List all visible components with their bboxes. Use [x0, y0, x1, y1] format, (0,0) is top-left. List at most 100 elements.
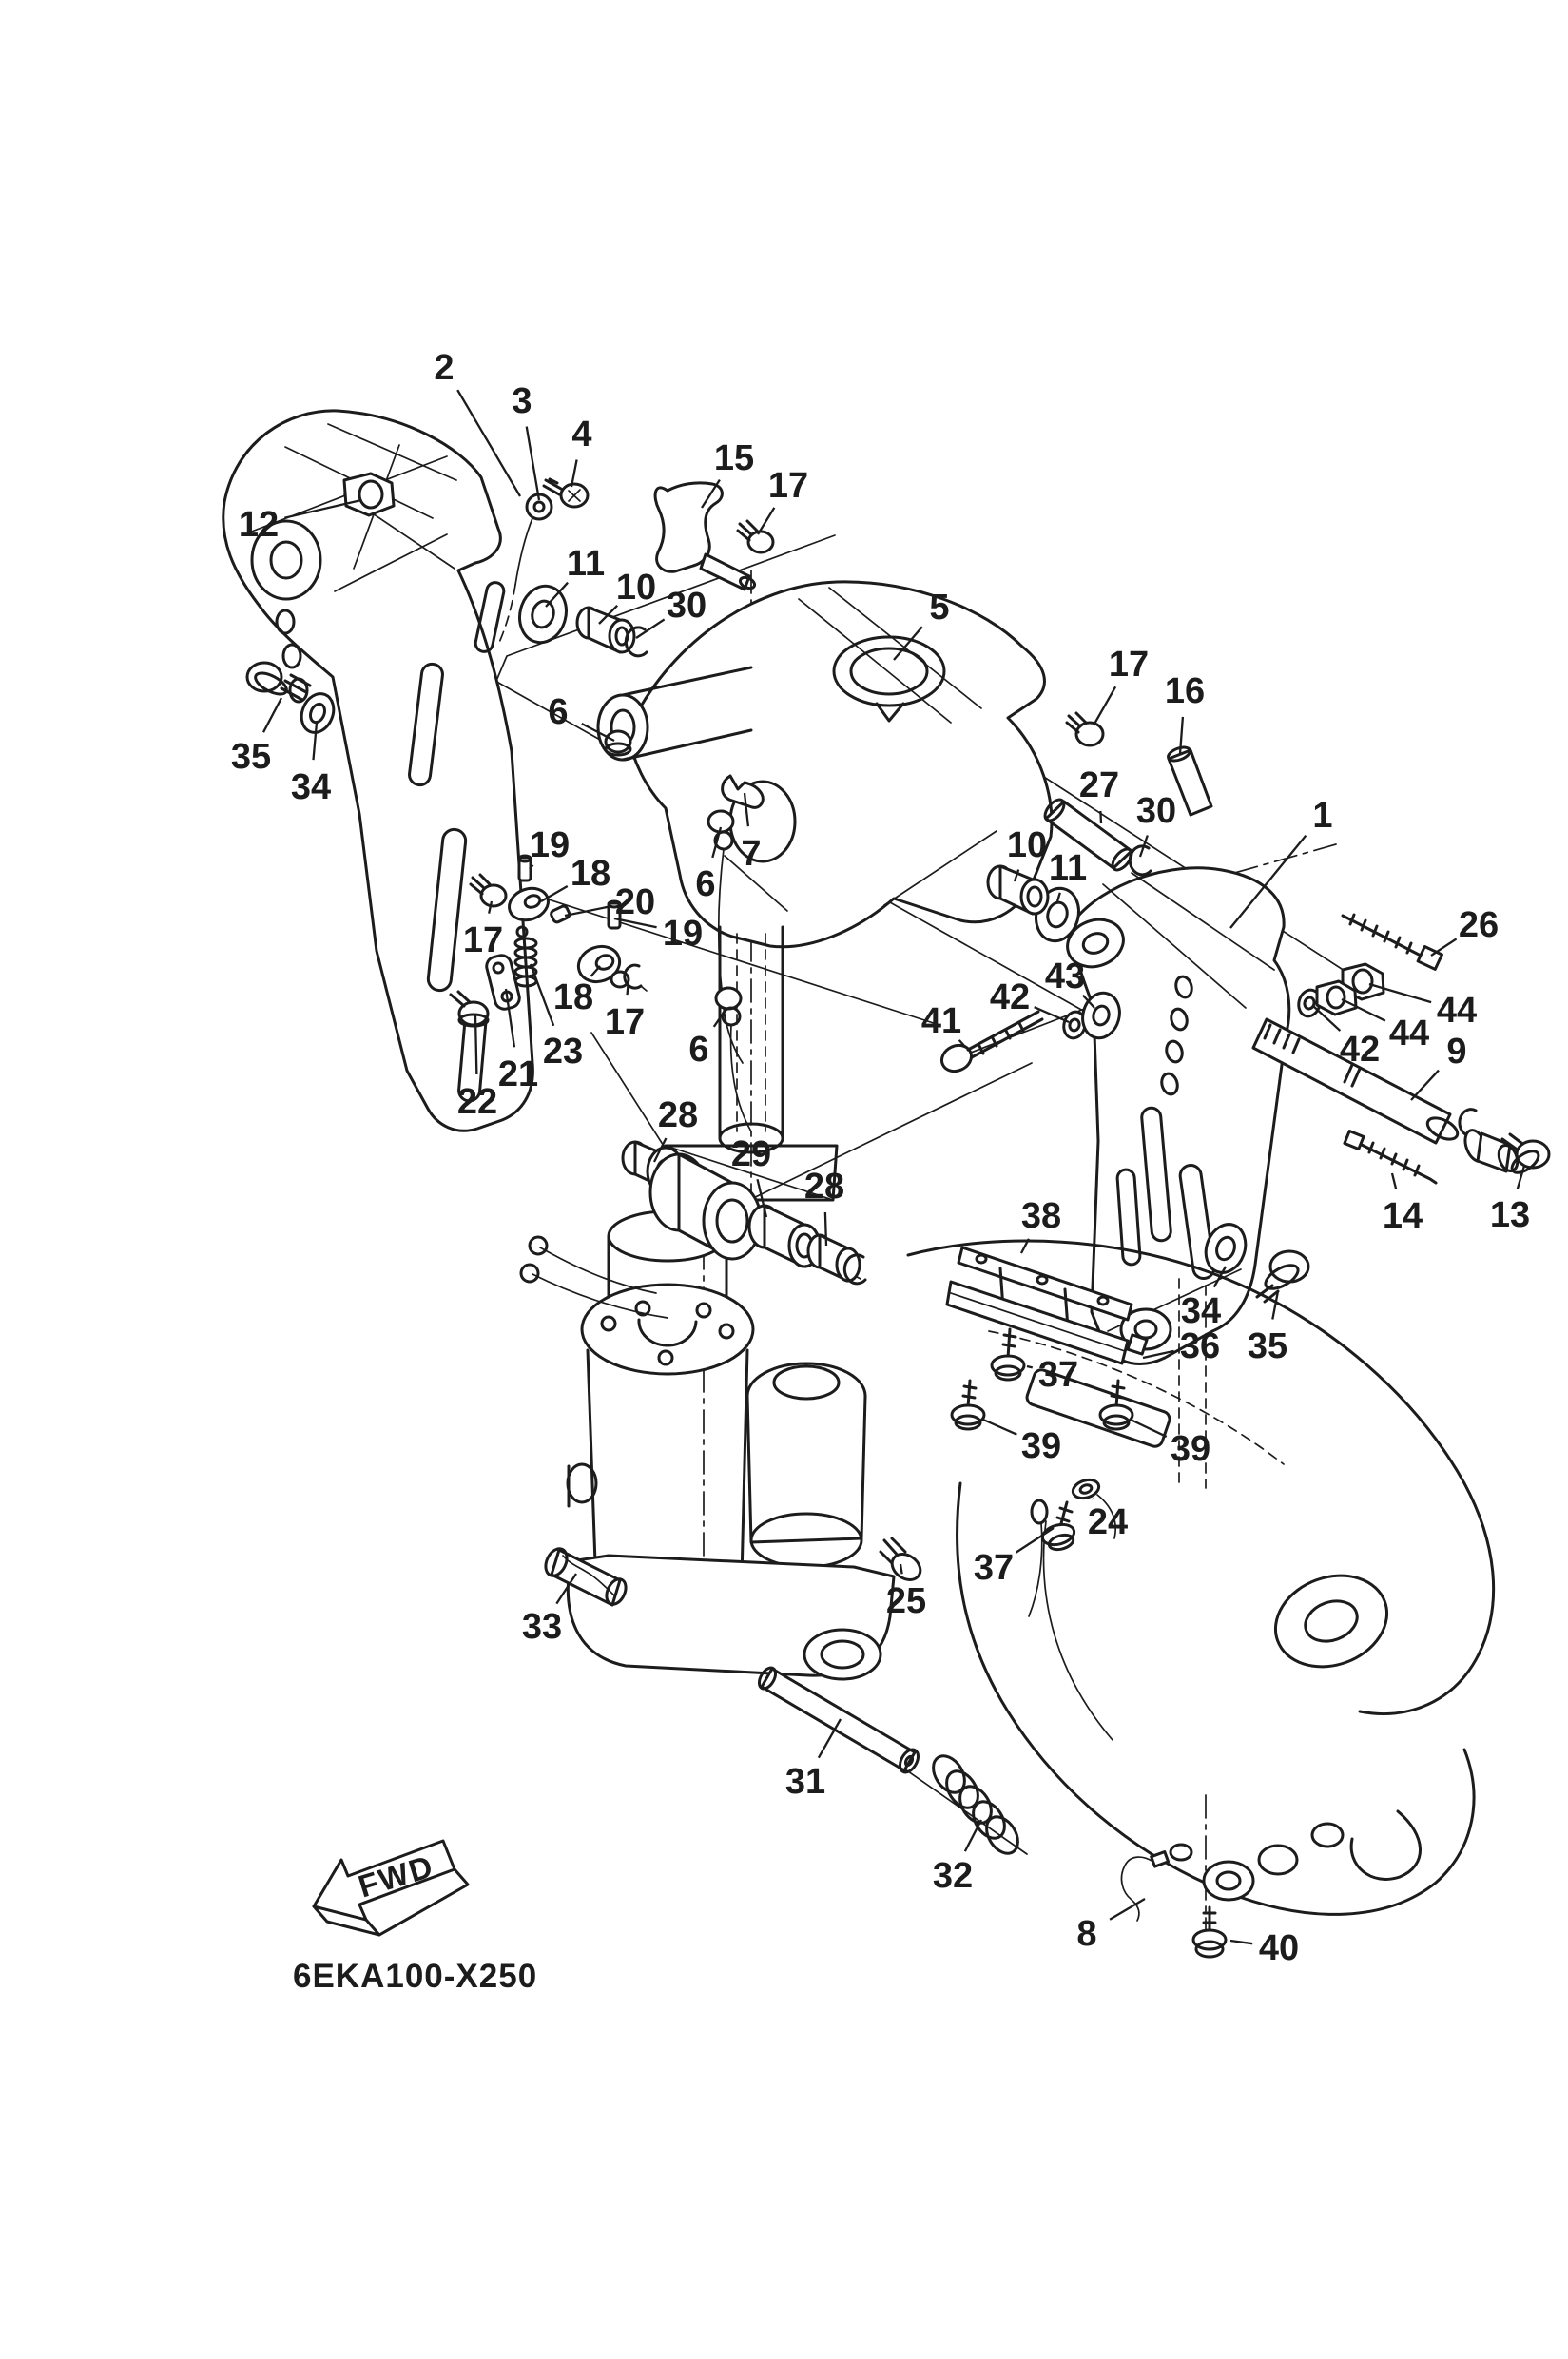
callout-33-56: 33: [522, 1607, 562, 1647]
part-damper-mount: [648, 1152, 763, 1261]
part-pin-19a: [517, 854, 532, 882]
callout-4-2: 4: [571, 415, 591, 454]
callout-34-13: 34: [291, 767, 331, 807]
leader-35-12: [261, 697, 283, 733]
leader-17-5: [757, 507, 776, 535]
callout-11-6: 11: [567, 544, 605, 584]
callout-9-34: 9: [1446, 1032, 1466, 1072]
callout-6-40: 6: [688, 1030, 708, 1070]
callout-39-51: 39: [1021, 1426, 1061, 1466]
leader-4-2: [570, 459, 578, 488]
callout-6-21: 6: [695, 864, 715, 904]
leader-12-3: [284, 498, 362, 519]
callout-7-20: 7: [741, 834, 761, 874]
leader-39-52: [1130, 1418, 1168, 1439]
part-screw-17c: [469, 873, 508, 908]
leader-1-17: [1229, 834, 1307, 929]
part-bolt-41: [939, 1010, 1044, 1073]
leader-2-0: [456, 389, 521, 497]
leader-37-54: [1015, 1527, 1055, 1554]
part-screw-4: [542, 477, 590, 509]
leader-41-29: [958, 1039, 967, 1049]
leader-34-47: [1212, 1266, 1228, 1288]
callout-26-30: 26: [1459, 905, 1499, 945]
leader-28-41: [652, 1137, 668, 1163]
right-clamp-bracket: [1066, 866, 1291, 1365]
part-screw-14: [1343, 1130, 1438, 1185]
callout-21-38: 21: [498, 1054, 538, 1094]
callout-41-29: 41: [921, 1001, 961, 1041]
part-bolt-13: [1500, 1132, 1551, 1174]
callout-38-46: 38: [1021, 1196, 1061, 1236]
leader-23-37: [529, 963, 555, 1027]
part-washer-34b: [1204, 1223, 1248, 1274]
part-spring-23: [513, 925, 538, 988]
leader-27-15: [1099, 810, 1103, 824]
part-bolt-35a: [245, 661, 312, 702]
callout-44-32: 44: [1389, 1014, 1429, 1054]
leader-7-20: [743, 792, 750, 827]
part-bolt-6a: [604, 729, 632, 757]
part-bushing-10b: [986, 864, 1050, 916]
callout-17-5: 17: [768, 466, 808, 506]
callout-2-0: 2: [434, 348, 454, 388]
callout-42-33: 42: [1340, 1030, 1380, 1070]
part-bolt-39b: [1098, 1379, 1134, 1431]
callout-40-60: 40: [1259, 1928, 1299, 1968]
leader-30-8: [635, 618, 666, 639]
part-screw-17a: [736, 519, 775, 554]
callout-15-4: 15: [714, 438, 754, 478]
part-rod-end: [1458, 1108, 1520, 1173]
leader-15-4: [701, 478, 721, 509]
leader-44-31: [1368, 982, 1432, 1004]
leader-43-27: [1082, 994, 1095, 1009]
small-parts: [245, 472, 1551, 1959]
part-ring-terminal-3: [497, 493, 553, 646]
leader-17-10: [1093, 686, 1117, 726]
part-clamp-7: [721, 774, 765, 809]
callout-42-28: 42: [990, 977, 1030, 1017]
leader-36-48: [1142, 1349, 1174, 1360]
leader-17-24: [488, 900, 494, 914]
callout-20-22: 20: [615, 882, 655, 922]
callout-37-54: 37: [974, 1548, 1014, 1588]
callout-35-49: 35: [1248, 1326, 1287, 1366]
leader-19-23: [613, 917, 657, 929]
leader-22-39: [474, 1015, 478, 1075]
callout-11-26: 11: [1049, 848, 1087, 888]
callout-30-8: 30: [667, 586, 707, 626]
stern-bracket: [906, 1239, 1496, 1916]
leader-44-32: [1341, 997, 1386, 1022]
leader-42-28: [1034, 1006, 1070, 1024]
callout-17-24: 17: [463, 920, 503, 960]
part-tilt-lever-15: [653, 481, 757, 591]
part-pin-20: [550, 904, 571, 924]
callout-19-18: 19: [530, 825, 570, 865]
leader-18-35: [590, 965, 601, 977]
part-bolt-25: [879, 1499, 1049, 1617]
part-clip-30a: [624, 626, 648, 658]
callout-22-39: 22: [457, 1082, 497, 1122]
part-cable-24: [1071, 1478, 1116, 1539]
callout-31-57: 31: [785, 1762, 825, 1802]
callout-34-47: 34: [1181, 1291, 1221, 1331]
leader-35-49: [1271, 1290, 1280, 1320]
part-grommet-17d: [623, 963, 648, 992]
part-screw-26: [1341, 913, 1443, 971]
leader-13-45: [1516, 1165, 1526, 1189]
leader-37-50: [1026, 1364, 1034, 1369]
part-bolt-6c: [714, 986, 752, 1132]
callout-28-43: 28: [804, 1167, 844, 1207]
callout-18-19: 18: [571, 854, 610, 894]
leader-18-19: [540, 884, 569, 902]
part-washer-34a: [300, 692, 336, 734]
leader-10-7: [598, 604, 619, 625]
part-bushing-29: [747, 1204, 822, 1268]
callout-14-44: 14: [1383, 1196, 1423, 1236]
leader-3-1: [525, 426, 541, 501]
callout-8-59: 8: [1076, 1914, 1096, 1954]
leader-14-44: [1390, 1172, 1398, 1190]
